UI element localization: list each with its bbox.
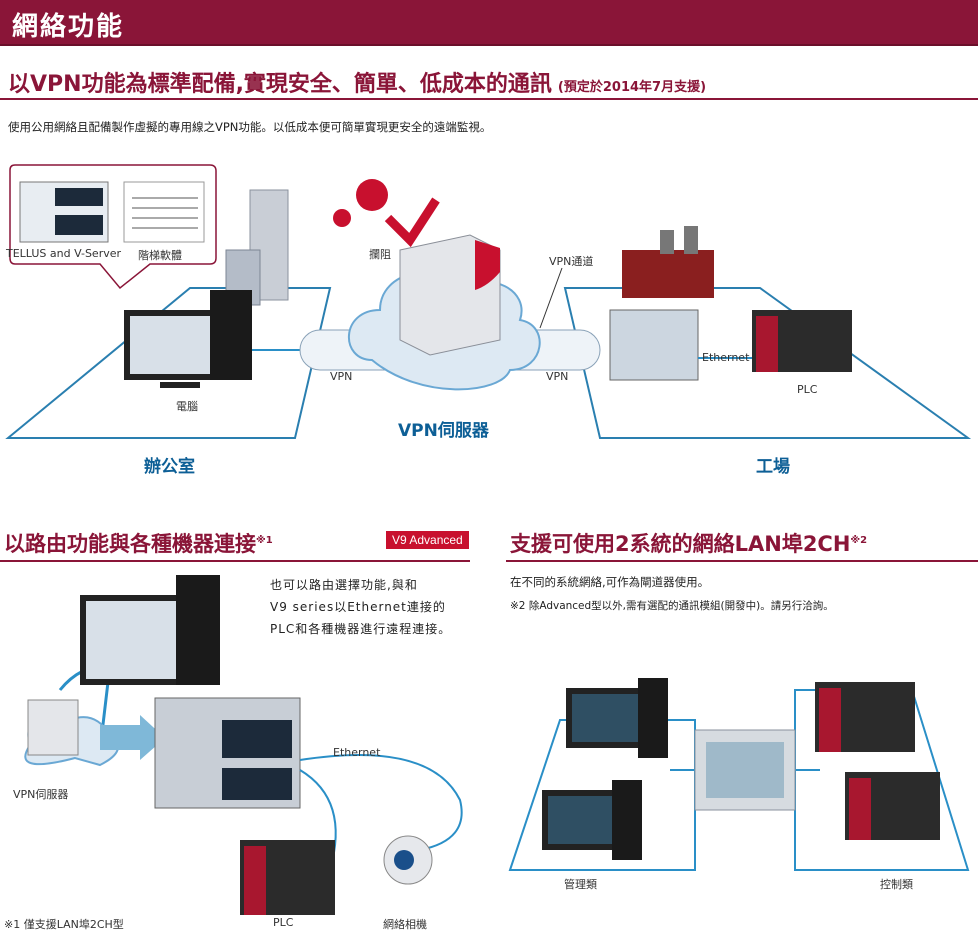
block-check-icon: [384, 197, 440, 248]
section3-desc: 在不同的系統網絡,可作為閘道器使用。: [510, 575, 710, 589]
routing-vpn-server-label: VPN伺服器: [13, 788, 69, 801]
network-camera-label: 網絡相機: [383, 918, 427, 931]
routing-diagram: [24, 575, 463, 915]
ethernet-label: Ethernet: [702, 351, 750, 364]
banner-title: 網絡功能: [12, 12, 125, 42]
footnote-1: ※1 僅支援LAN埠2CH型: [4, 918, 124, 931]
routing-tower-icon: [176, 575, 220, 685]
tellus-graph-icon: [55, 188, 103, 206]
section3-note: ※2 除Advanced型以外,需有選配的通訊模組(開發中)。請另行洽詢。: [510, 600, 834, 612]
section2-desc-line: 也可以路由選擇功能,與和: [270, 578, 418, 592]
section2-desc: 也可以路由選擇功能,與和 V9 series以Ethernet連接的 PLC和各…: [270, 574, 451, 640]
virus-icon: [356, 179, 388, 211]
mgmt-network-plane: [508, 719, 696, 871]
section2-desc-line: PLC和各種機器進行遠程連接。: [270, 622, 452, 636]
vpn-diagram: [5, 164, 972, 439]
lan-2ch-diagram: [508, 678, 970, 871]
ladder-screen-icon: [123, 181, 205, 243]
block-label: 攔阻: [369, 248, 391, 261]
section2-title: 以路由功能與各種機器連接※1: [4, 528, 273, 558]
office-tower-icon: [210, 290, 252, 380]
section3-rule: [506, 560, 978, 562]
section1-title-text: 以VPN功能為標準配備,實現安全、簡單、低成本的通訊: [8, 72, 552, 97]
section-banner: 網絡功能: [0, 0, 978, 46]
vpn-server-small-icon: [27, 699, 79, 756]
shield-icon: [475, 240, 500, 290]
factory-label: 工場: [756, 457, 790, 477]
section3-title: 支援可使用2系統的網絡LAN埠2CH※2: [510, 528, 867, 558]
section2-desc-line: V9 series以Ethernet連接的: [270, 600, 446, 614]
office-label: 辦公室: [144, 457, 195, 477]
section2-sup: ※1: [256, 535, 273, 546]
arrow-icon: [100, 715, 165, 760]
mgmt-tower-2-icon: [612, 780, 642, 860]
routing-plc-label: PLC: [273, 916, 294, 929]
vpn-tunnel-label: VPN通道: [549, 255, 594, 268]
factory-icon: [622, 250, 714, 298]
vpn-server-label: VPN伺服器: [398, 421, 489, 441]
virus-small-icon: [333, 209, 351, 227]
vpn-left-label: VPN: [330, 370, 353, 383]
tellus-graph2-icon: [55, 215, 103, 235]
routing-ethernet-label: Ethernet: [333, 746, 381, 759]
section3-sup: ※2: [850, 535, 868, 546]
section2-title-text: 以路由功能與各種機器連接: [4, 532, 256, 556]
factory-hmi-icon: [609, 309, 699, 381]
section1-note: (預定於2014年7月支援): [557, 80, 707, 95]
pc-label: 電腦: [176, 400, 198, 413]
ladder-label: 階梯軟體: [138, 249, 182, 262]
mgmt-label: 管理類: [564, 878, 597, 891]
mgmt-tower-1-icon: [638, 678, 668, 758]
section1-title: 以VPN功能為標準配備,實現安全、簡單、低成本的通訊 (預定於2014年7月支援): [8, 66, 706, 98]
control-label: 控制類: [880, 878, 913, 891]
v9-advanced-badge: V9 Advanced: [386, 531, 469, 549]
section1-rule: [0, 98, 978, 100]
plc-label: PLC: [797, 383, 818, 396]
section1-desc: 使用公用網絡且配備製作虛擬的專用線之VPN功能。以低成本便可簡單實現更安全的遠端…: [8, 120, 492, 134]
tellus-label: TELLUS and V-Server: [6, 247, 122, 260]
section2-rule: [0, 560, 470, 562]
vpn-right-label: VPN: [546, 370, 569, 383]
section3-title-text: 支援可使用2系統的網絡LAN埠2CH: [510, 532, 851, 556]
